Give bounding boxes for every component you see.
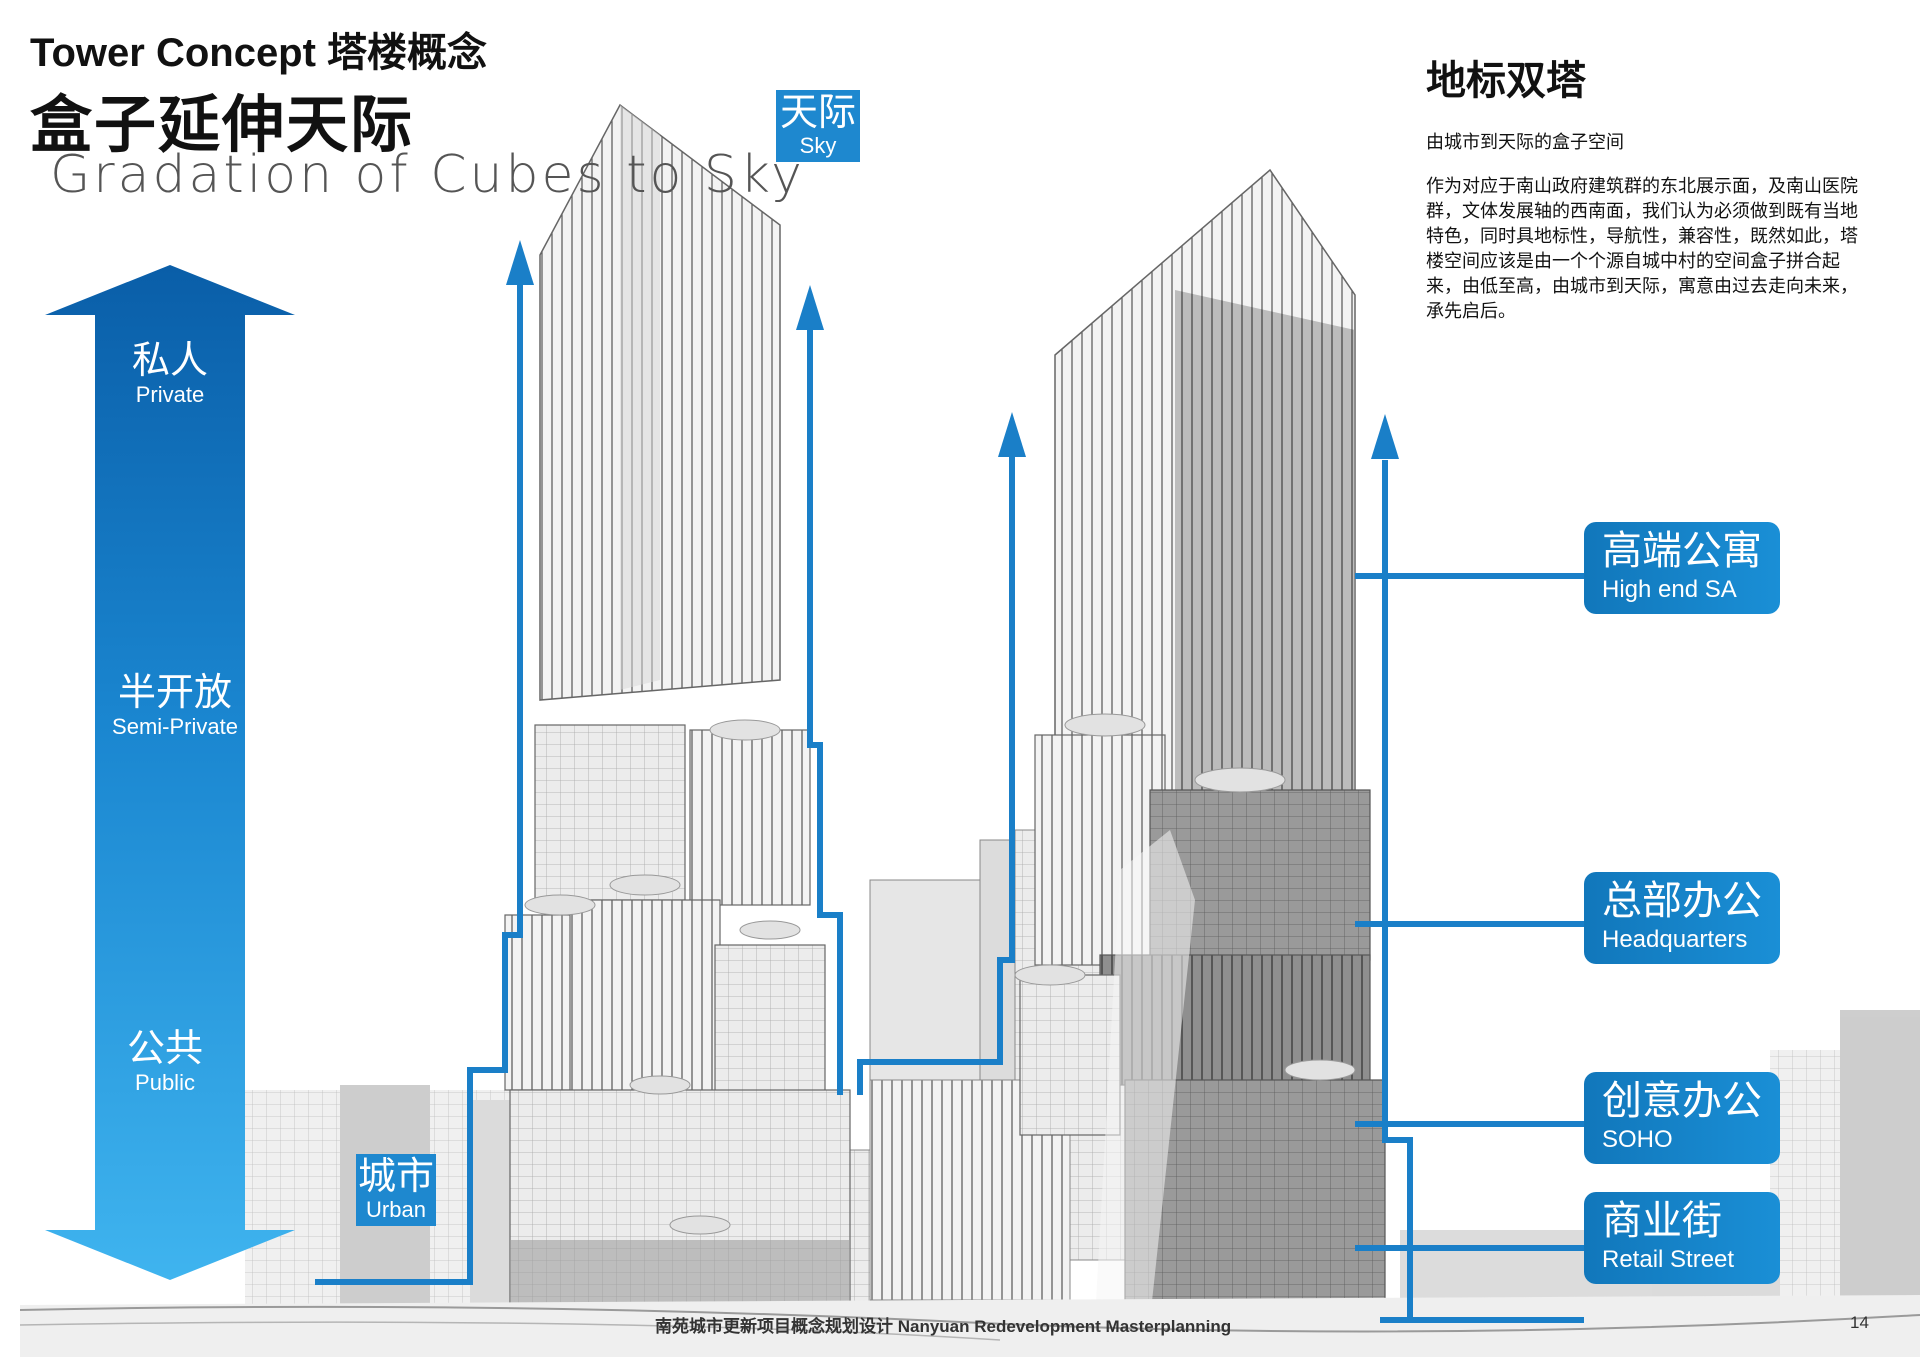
title-chinese: 盒子延伸天际 xyxy=(30,88,415,161)
level-public: 公共 Public xyxy=(126,1026,203,1095)
tag-sky: 天际 Sky xyxy=(776,90,860,162)
right-subheading: 由城市到天际的盒子空间 xyxy=(1426,132,1624,153)
function-retail-street: 商业街 Retail Street xyxy=(1584,1192,1780,1284)
right-heading: 地标双塔 xyxy=(1426,58,1586,104)
level-private: 私人 Private xyxy=(131,338,208,407)
right-body-text: 作为对应于南山政府建筑群的东北展示面，及南山医院群，文体发展轴的西南面，我们认为… xyxy=(1426,176,1858,322)
flow-lines xyxy=(315,270,1584,1323)
left-tower xyxy=(504,103,851,1321)
footer-project-title: 南苑城市更新项目概念规划设计 Nanyuan Redevelopment Mas… xyxy=(655,1317,1232,1336)
level-semi-private: 半开放 Semi-Private xyxy=(112,670,238,739)
function-headquarters: 总部办公 Headquarters xyxy=(1584,872,1780,964)
right-tower xyxy=(1014,168,1386,1331)
flow-arrowheads xyxy=(506,240,1399,459)
function-high-end-sa: 高端公寓 High end SA xyxy=(1584,522,1780,614)
function-soho: 创意办公 SOHO xyxy=(1584,1072,1780,1164)
ground xyxy=(19,1295,1920,1357)
privacy-gradient-arrow xyxy=(45,265,295,1280)
page-number: 14 xyxy=(1850,1313,1869,1332)
title-english: Tower Concept 塔楼概念 xyxy=(30,31,488,75)
tag-urban: 城市 Urban xyxy=(356,1154,436,1226)
subtitle-script: Gradation of Cubes to Sky xyxy=(50,145,805,205)
